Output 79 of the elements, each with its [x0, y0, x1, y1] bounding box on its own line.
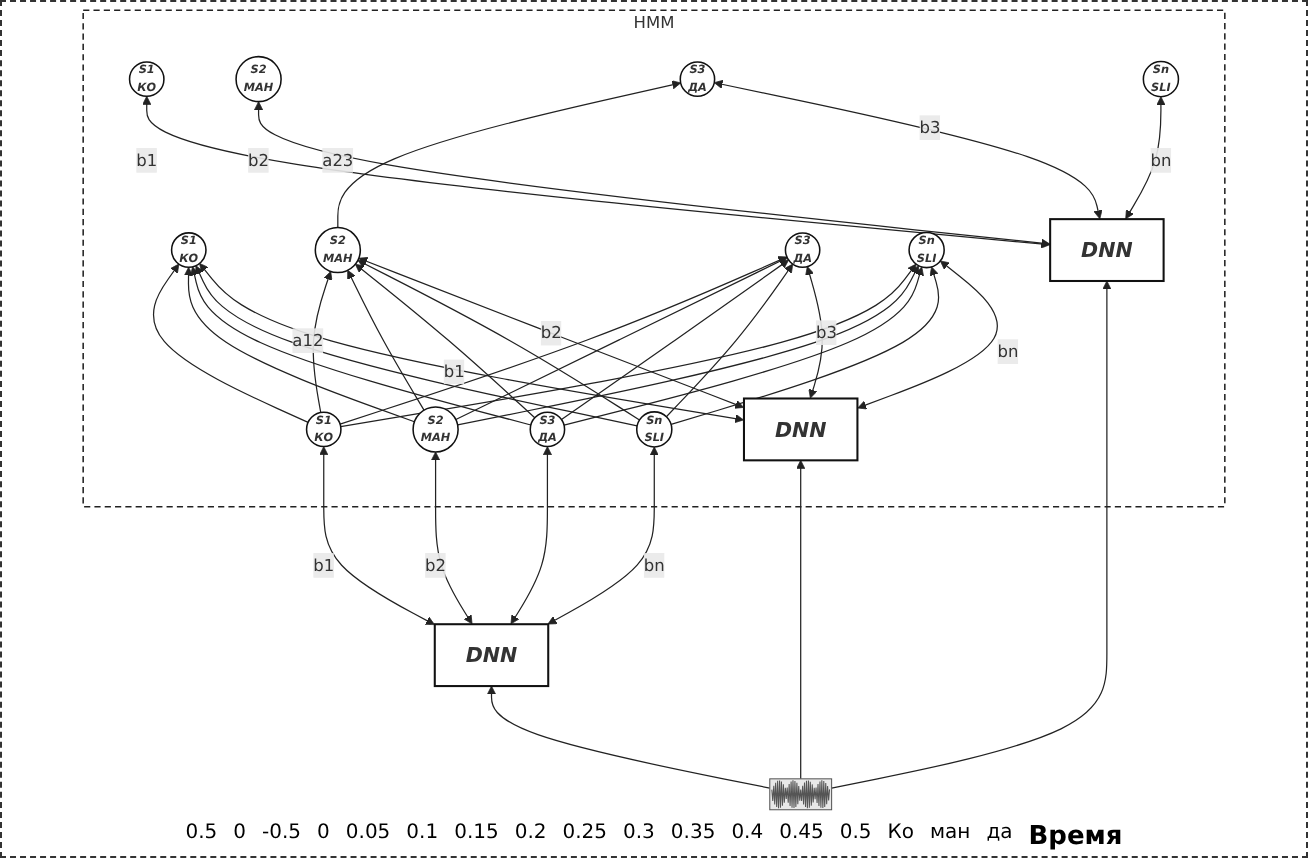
arrow [563, 266, 924, 426]
edge-label: b3 [919, 117, 941, 137]
arrow [431, 451, 473, 625]
arrow [713, 79, 1103, 220]
node-circle [529, 411, 566, 448]
edge-label: b1 [443, 361, 465, 382]
axis-label: 0 [317, 822, 330, 848]
axis-label: 0 [233, 822, 247, 848]
node-circle [235, 55, 282, 103]
arrow [340, 263, 917, 428]
edge-label: b3 [815, 322, 837, 342]
arrow [665, 263, 794, 418]
axis-label: 0.3 [623, 822, 655, 848]
arrow [547, 446, 659, 625]
node-circle [314, 226, 362, 274]
arrow [805, 266, 823, 399]
node-circle [412, 406, 459, 453]
arrow [857, 260, 998, 410]
axis-label: 0.5 [185, 822, 218, 848]
axis-title: Время [1028, 822, 1123, 852]
arrow [560, 259, 789, 421]
arrow [510, 446, 552, 625]
axis-label: да [986, 822, 1013, 848]
node-circle [784, 232, 821, 268]
axis-label: 0.1 [406, 822, 439, 848]
axis-label: -0.5 [262, 822, 302, 848]
arrow [1125, 96, 1166, 220]
node-box [1049, 218, 1165, 282]
node-box [742, 397, 859, 462]
axis-label: 0.4 [731, 822, 764, 848]
edge-label: a23 [322, 150, 354, 170]
arrow [190, 266, 532, 426]
arrow [457, 265, 919, 426]
cluster [82, 9, 1226, 508]
arrow [357, 259, 641, 421]
arrow [358, 257, 744, 409]
arrow [195, 265, 638, 427]
axis-label: ман [929, 822, 971, 848]
node-circle [128, 61, 165, 98]
arrow [319, 446, 435, 626]
edge-label: b1 [136, 150, 158, 170]
axis-label: Ко [887, 822, 914, 848]
node-circle [635, 411, 673, 448]
arrow [455, 257, 788, 421]
axis-label: 0.45 [779, 822, 824, 848]
edge-label: bn [1150, 150, 1172, 170]
arrow [199, 263, 744, 424]
arrow [670, 266, 940, 425]
edge-label: a12 [292, 330, 324, 350]
axis-label: 0.35 [670, 822, 716, 848]
arrow [254, 101, 1051, 248]
axis-label: 0.25 [562, 822, 608, 848]
node-circle [170, 232, 207, 269]
arrow [354, 263, 536, 419]
arrow [831, 280, 1112, 789]
arrow [142, 95, 1051, 249]
node-circle [1142, 60, 1180, 98]
arrow [347, 269, 425, 411]
edge-label: b2 [248, 150, 270, 170]
edge-label: b2 [425, 555, 447, 575]
arrow [486, 685, 771, 789]
arrow [152, 263, 309, 423]
axis-label: 0.5 [839, 822, 872, 848]
arrow [796, 459, 806, 780]
arrow [184, 266, 416, 423]
node-box [433, 623, 550, 688]
arrow [312, 271, 333, 414]
node-circle [908, 231, 945, 269]
axis-label: 0.2 [514, 822, 547, 848]
node-circle [679, 61, 716, 98]
edge-label: b2 [540, 322, 562, 343]
arrow [339, 256, 788, 425]
edge-label: bn [643, 555, 665, 575]
node-circle [305, 411, 342, 448]
axis-label: 0.05 [345, 822, 391, 848]
axis-label: 0.15 [454, 822, 499, 848]
edge-label: b1 [313, 555, 335, 575]
arrow [337, 80, 682, 229]
edge-label: bn [997, 341, 1019, 361]
